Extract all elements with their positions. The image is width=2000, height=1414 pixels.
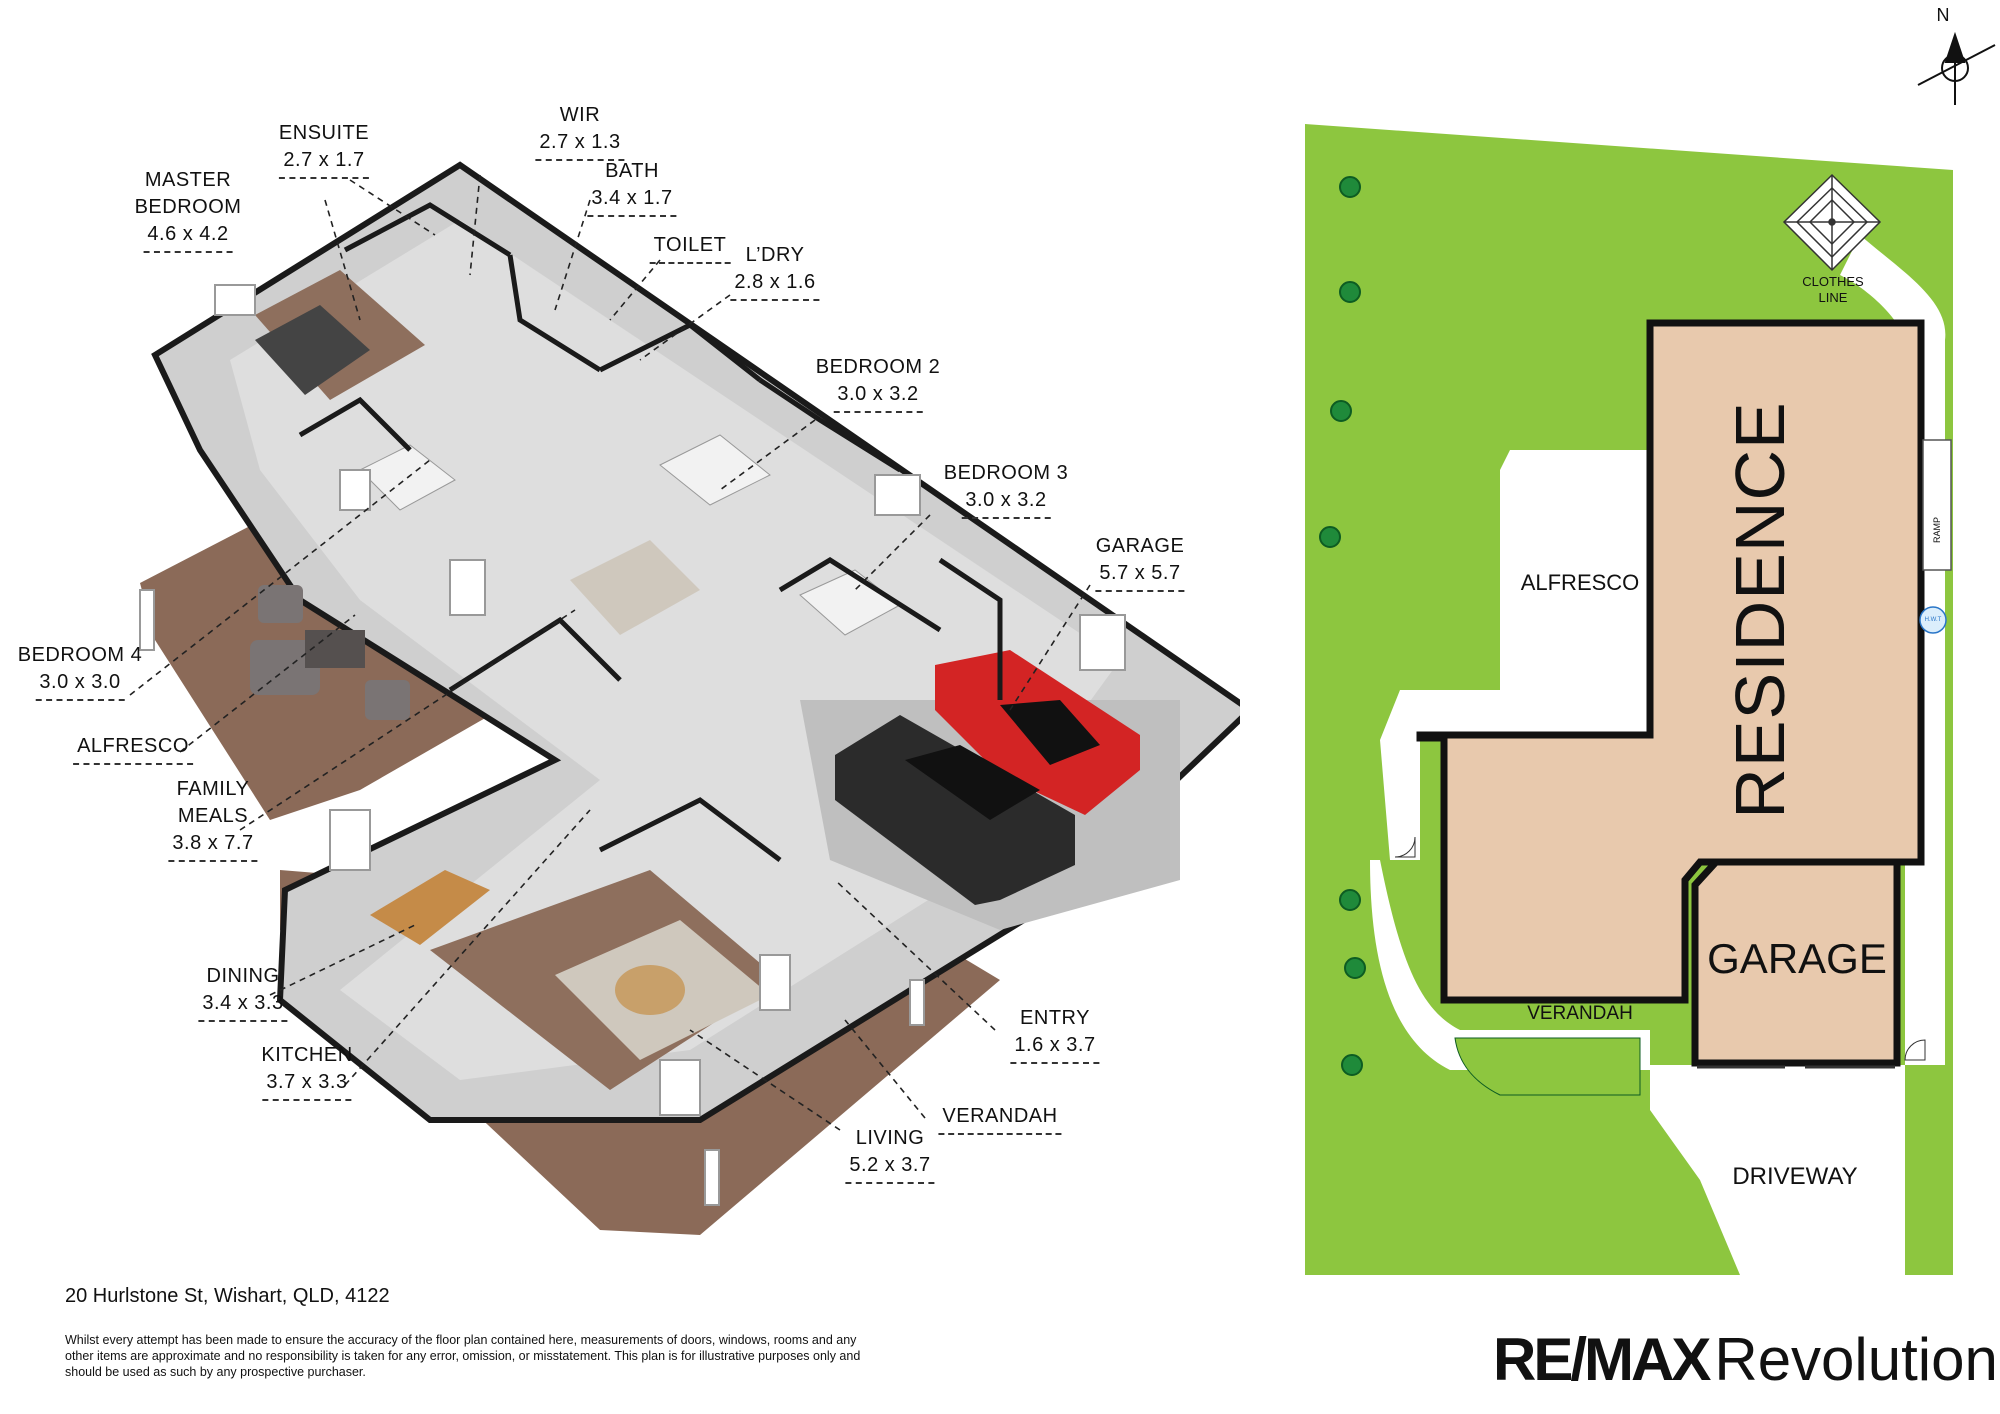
room-name: BEDROOM 2 [815,356,941,378]
label-bedroom-3: BEDROOM 3 3.0 x 3.2 [944,460,1069,519]
room-dims: 4.6 x 4.2 [143,221,233,253]
door-arc [1904,1039,1926,1061]
disclaimer: Whilst every attempt has been made to en… [65,1333,861,1379]
label-family-meals: FAMILY MEALS 3.8 x 7.7 [168,776,258,862]
compass-north: N [1936,5,1950,25]
room-dims: 3.4 x 1.7 [587,185,677,217]
room-name: DINING [206,965,280,987]
label-bath: BATH 3.4 x 1.7 [587,158,677,217]
address: 20 Hurlstone St, Wishart, QLD, 4122 [65,1285,390,1307]
room-dims: 5.2 x 3.7 [845,1152,935,1184]
room-dims: 2.7 x 1.3 [535,129,625,161]
label-dining: DINING 3.4 x 3.3 [198,963,288,1022]
master-bed [255,305,370,395]
clothes-line-label: CLOTHES LINE [1802,274,1864,305]
label-bedroom-4: BEDROOM 4 3.0 x 3.0 [18,642,143,701]
door-arc [1394,836,1416,858]
room-dims: 5.7 x 5.7 [1095,560,1185,592]
room-dims: 3.4 x 3.3 [198,990,288,1022]
label-garage: GARAGE 5.7 x 5.7 [1095,533,1185,592]
room-name: ENTRY [1020,1007,1090,1029]
room-name: LIVING [855,1127,925,1149]
room-dims: 2.8 x 1.6 [730,269,820,301]
driveway-label: DRIVEWAY [1732,1163,1858,1190]
label-living: LIVING 5.2 x 3.7 [845,1125,935,1184]
hwt-icon [1919,606,1947,634]
garden-bed [1454,1037,1641,1096]
room-name: ALFRESCO [73,733,193,765]
verandah-curve [1370,860,1650,1070]
tree-icon [1339,176,1361,198]
label-alfresco: ALFRESCO [73,733,193,765]
alfresco-chair [365,680,410,720]
alfresco-area [1380,450,1660,860]
family-rug [570,540,700,635]
tree-icon [1341,1054,1363,1076]
room-name: TOILET [649,232,731,264]
alfresco-chair-2 [258,585,303,623]
alfresco-label: ALFRESCO [1520,570,1640,595]
tree-icon [1319,526,1341,548]
label-toilet: TOILET [649,232,731,264]
verandah-label: VERANDAH [1527,1003,1633,1024]
hwt-label: H.W.T [1924,617,1942,623]
bed-2 [659,434,771,506]
garage-label: GARAGE [1707,935,1887,982]
label-entry: ENTRY 1.6 x 3.7 [1010,1005,1100,1064]
label-kitchen: KITCHEN 3.7 x 3.3 [261,1042,352,1101]
alfresco-sofa [250,640,320,695]
residence-label: RESIDENCE [1721,401,1799,819]
black-car-icon [835,715,1075,905]
room-name: GARAGE [1095,535,1185,557]
label-wir: WIR 2.7 x 1.3 [535,102,625,161]
driveway-area [1650,1065,1905,1275]
dining-table [370,870,490,945]
label-laundry: L’DRY 2.8 x 1.6 [730,242,820,301]
brand-light: Revolution [1714,1326,1998,1393]
room-name: BEDROOM 3 [943,462,1069,484]
tree-icon [1339,889,1361,911]
coffee-table [615,965,685,1015]
ramp-label: RAMP [1932,516,1942,544]
label-master-bedroom: MASTER BEDROOM 4.6 x 4.2 [135,167,242,253]
room-dims: 1.6 x 3.7 [1010,1032,1100,1064]
room-dims: 3.7 x 3.3 [262,1069,352,1101]
room-name: WIR [559,104,601,126]
red-car-icon [935,650,1140,815]
room-dims: 2.7 x 1.7 [279,147,369,179]
label-bedroom-2: BEDROOM 2 3.0 x 3.2 [816,354,941,413]
room-name: ENSUITE [278,122,370,144]
room-name: MASTER BEDROOM [134,169,242,218]
tree-icon [1330,400,1352,422]
floor-plan-3d [129,161,1240,1235]
compass-icon [1917,31,1996,105]
room-name: L’DRY [745,244,805,266]
room-dims: 3.8 x 7.7 [168,830,258,862]
garage-shape [1691,858,1901,1067]
residence-upper [1440,319,1925,1004]
room-name: BEDROOM 4 [17,644,143,666]
room-dims: 3.0 x 3.2 [833,381,923,413]
room-name: KITCHEN [261,1044,353,1066]
tree-icon [1339,281,1361,303]
brand-bold: RE/MAX [1493,1326,1711,1393]
label-verandah: VERANDAH [938,1103,1062,1135]
room-dims: 3.0 x 3.2 [961,487,1051,519]
clothes-line-icon [1782,173,1882,272]
room-dims: 3.0 x 3.0 [35,669,125,701]
label-ensuite: ENSUITE 2.7 x 1.7 [279,120,369,179]
alfresco-table [305,630,365,668]
ramp [1922,439,1952,571]
tree-icon [1344,957,1366,979]
room-name: BATH [605,160,659,182]
room-name: FAMILY MEALS [176,778,250,827]
room-name: VERANDAH [938,1103,1062,1135]
